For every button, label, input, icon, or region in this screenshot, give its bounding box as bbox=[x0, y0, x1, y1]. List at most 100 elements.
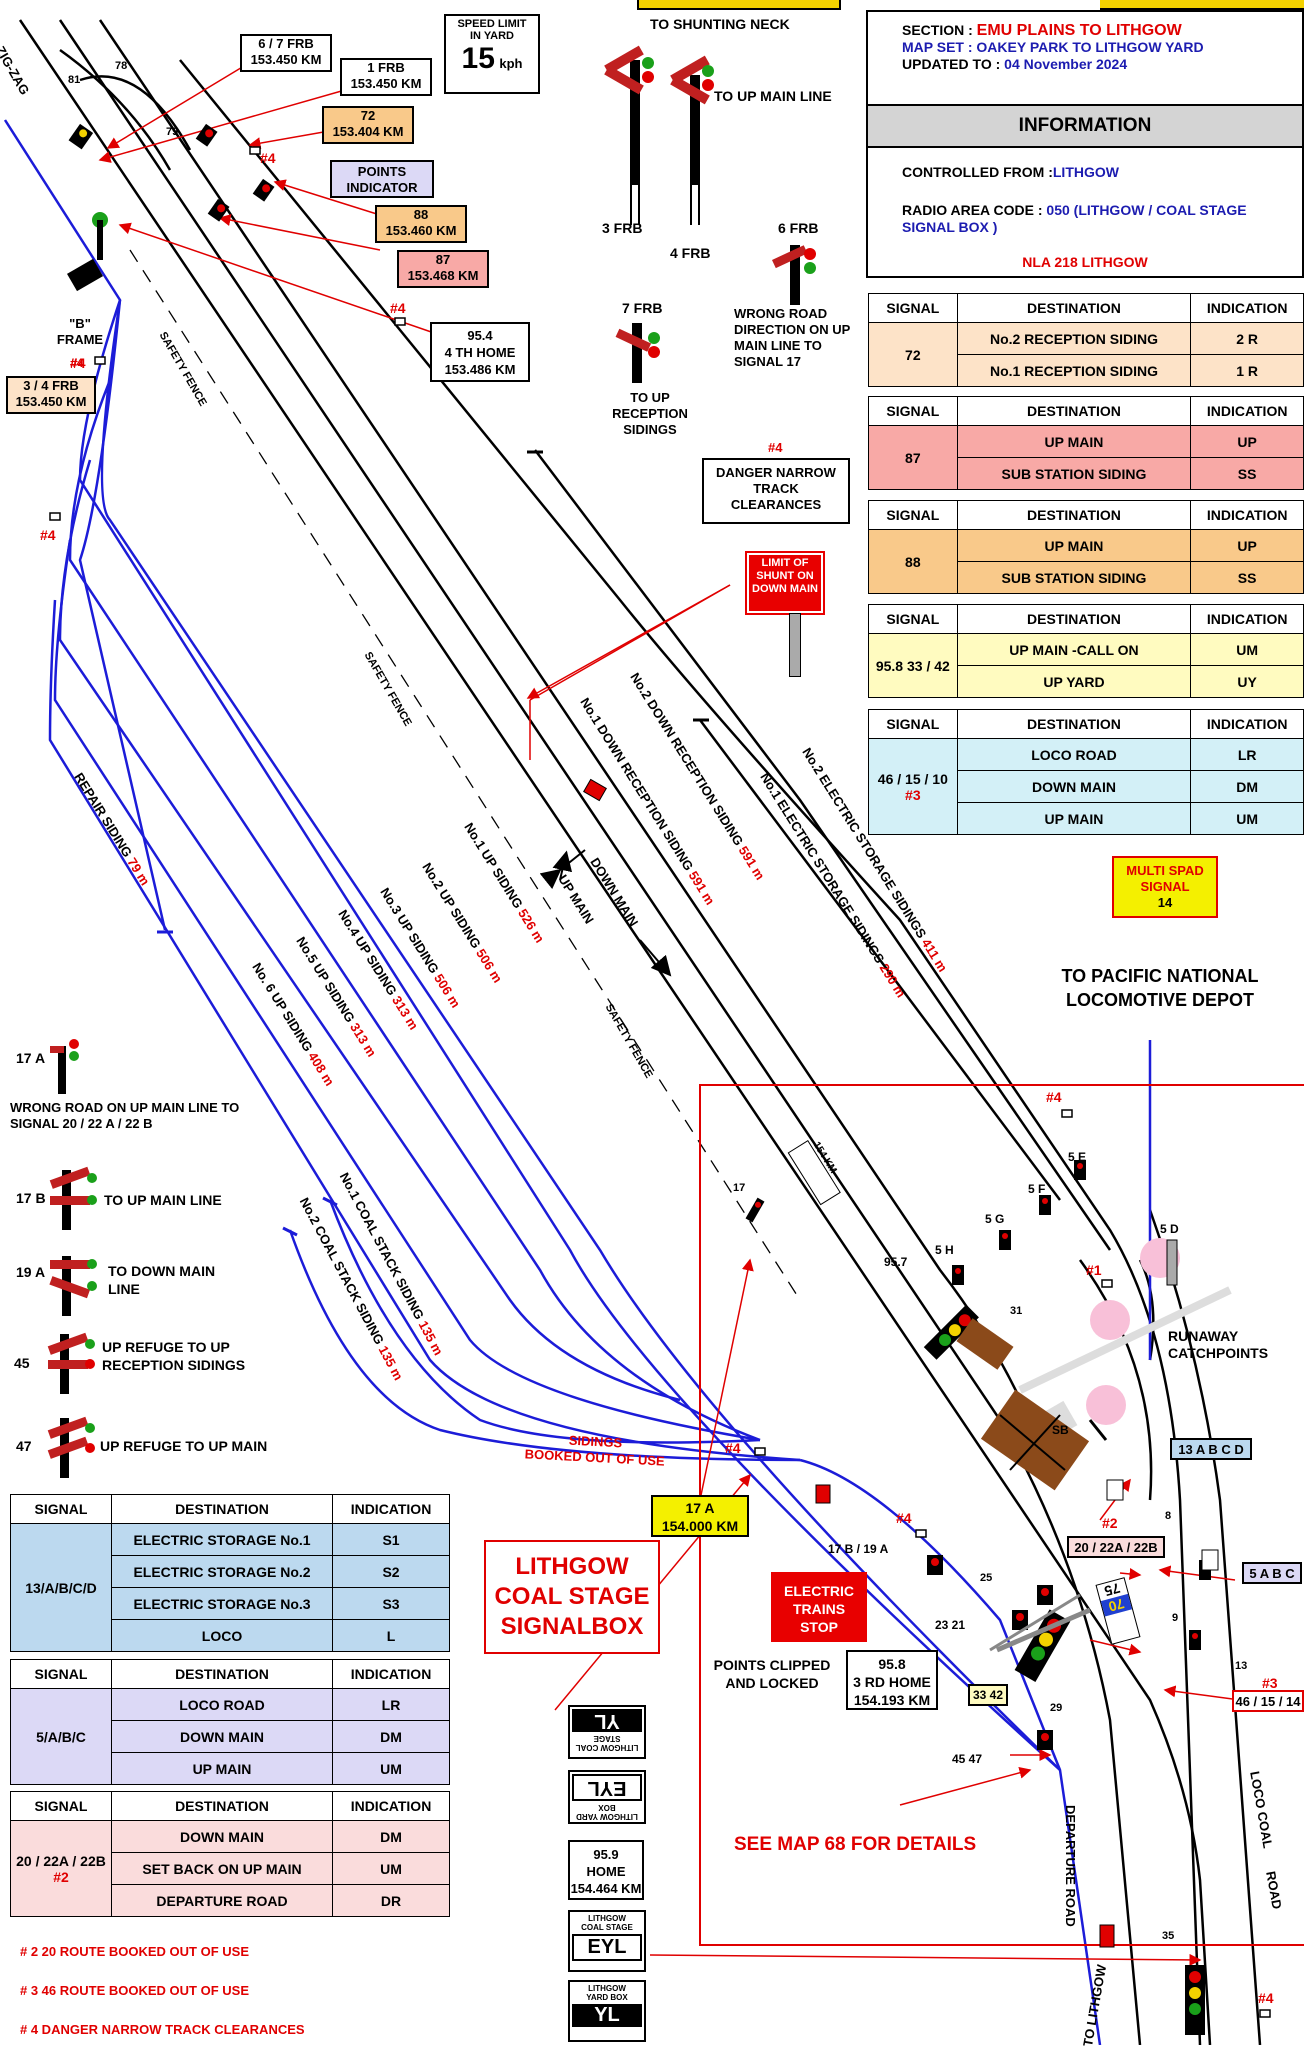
box-indicator-eyl-yard-flipped: EYL LITHGOW YARD BOX bbox=[568, 1770, 646, 1824]
legend-45-text: UP REFUGE TO UP RECEPTION SIDINGS bbox=[102, 1339, 246, 1373]
destination-cell: SET BACK ON UP MAIN bbox=[111, 1852, 333, 1885]
table-header-signal: SIGNAL bbox=[868, 604, 958, 634]
table-header-destination: DESTINATION bbox=[956, 604, 1192, 634]
label-n35: 35 bbox=[1162, 1930, 1175, 1942]
callout-points-indicator: POINTS INDICATOR bbox=[330, 160, 434, 198]
label-n957: 95.7 bbox=[884, 1255, 908, 1269]
legend-signal-6-frb bbox=[771, 245, 816, 305]
label-hash4-c: #4 bbox=[70, 355, 86, 371]
legend-signal-17b bbox=[49, 1166, 97, 1230]
indication-cell: UM bbox=[332, 1752, 450, 1785]
label-n29: 29 bbox=[1050, 1702, 1063, 1714]
indication-cell: L bbox=[332, 1619, 450, 1652]
track-up-siding-3 bbox=[68, 379, 761, 1442]
destination-cell: LOCO ROAD bbox=[111, 1688, 333, 1721]
table-header-destination: DESTINATION bbox=[111, 1494, 333, 1524]
indication-cell: SS bbox=[1190, 561, 1304, 594]
table-header-destination: DESTINATION bbox=[956, 709, 1192, 739]
legend-17a: 17 A bbox=[16, 1050, 46, 1066]
table-header-indication: INDICATION bbox=[332, 1659, 450, 1689]
label-n2321: 23 21 bbox=[935, 1618, 966, 1632]
legend-wrong-road: WRONG ROAD DIRECTION ON UP MAIN LINE TO … bbox=[734, 306, 851, 369]
signal-note: #2 bbox=[53, 1868, 69, 1885]
table-header-destination: DESTINATION bbox=[111, 1659, 333, 1689]
signal-number: 5/A/B/C bbox=[36, 1728, 86, 1745]
track-repair-siding bbox=[3, 119, 167, 931]
signal-cell: 87 bbox=[868, 425, 958, 490]
track-coal-stack-1 bbox=[328, 1199, 761, 1444]
table-header-destination: DESTINATION bbox=[956, 396, 1192, 426]
indication-cell: UP bbox=[1190, 425, 1304, 458]
destination-cell: UP MAIN bbox=[956, 425, 1192, 458]
signal-number: 13/A/B/C/D bbox=[25, 1579, 97, 1596]
information-panel: INFORMATION CONTROLLED FROM :LITHGOW RAD… bbox=[866, 104, 1304, 278]
legend-signal-7-frb bbox=[615, 323, 660, 383]
legend-17b-text: TO UP MAIN LINE bbox=[104, 1192, 222, 1208]
destination-cell: UP MAIN -CALL ON bbox=[956, 633, 1192, 666]
destination-cell: LOCO bbox=[111, 1619, 333, 1652]
track-coal-stack-2 bbox=[288, 1229, 801, 1462]
label-n5h: 5 H bbox=[935, 1243, 954, 1257]
label-n81: 81 bbox=[68, 74, 81, 86]
indication-cell: LR bbox=[1190, 738, 1304, 771]
label-n5e: 5 E bbox=[1068, 1150, 1087, 1164]
table-header-signal: SIGNAL bbox=[868, 500, 958, 530]
label-see-map-68: SEE MAP 68 FOR DETAILS bbox=[734, 1834, 977, 1855]
label-hash4-bframe: #4 bbox=[70, 356, 84, 370]
callout-danger-narrow: DANGER NARROW TRACK CLEARANCES bbox=[702, 458, 850, 524]
table-header-signal: SIGNAL bbox=[10, 1494, 112, 1524]
top-tab bbox=[637, 0, 841, 10]
information-title: INFORMATION bbox=[868, 106, 1302, 148]
legend-45: 45 bbox=[14, 1355, 30, 1371]
box-indicator-yl-coal-flipped: YL LITHGOW COAL STAGE bbox=[568, 1705, 646, 1759]
indication-cell: DM bbox=[1190, 770, 1304, 803]
table-header-signal: SIGNAL bbox=[10, 1791, 112, 1821]
table-header-indication: INDICATION bbox=[1190, 500, 1304, 530]
legend-19a-text: TO DOWN MAIN LINE bbox=[108, 1263, 216, 1297]
indication-cell: S3 bbox=[332, 1587, 450, 1620]
table-header-indication: INDICATION bbox=[332, 1494, 450, 1524]
destination-cell: No.1 RECEPTION SIDING bbox=[956, 354, 1192, 387]
indication-cell: DR bbox=[332, 1884, 450, 1917]
signal-cell: 88 bbox=[868, 529, 958, 594]
track-sidings-mainline bbox=[799, 1458, 1102, 2045]
legend-to-up-main-line: TO UP MAIN LINE bbox=[714, 88, 832, 104]
label-n5d: 5 D bbox=[1160, 1222, 1179, 1236]
destination-cell: DOWN MAIN bbox=[111, 1820, 333, 1853]
legend-6-frb: 6 FRB bbox=[778, 220, 819, 236]
legend-wrong-road-17a: WRONG ROAD ON UP MAIN LINE TO SIGNAL 20 … bbox=[10, 1100, 240, 1131]
destination-cell: LOCO ROAD bbox=[956, 738, 1192, 771]
note-2: # 2 20 ROUTE BOOKED OUT OF USE bbox=[20, 1944, 249, 1959]
signal-number: 95.8 33 / 42 bbox=[875, 657, 950, 674]
indication-cell: UP bbox=[1190, 529, 1304, 562]
indication-cell: 2 R bbox=[1190, 322, 1304, 355]
table-header-indication: INDICATION bbox=[1190, 709, 1304, 739]
legend-signal-47 bbox=[47, 1416, 95, 1478]
table-header-indication: INDICATION bbox=[1190, 293, 1304, 323]
callout-33-42: 33 42 bbox=[968, 1684, 1008, 1706]
legend-4-frb: 4 FRB bbox=[670, 245, 711, 261]
destination-cell: ELECTRIC STORAGE No.2 bbox=[111, 1555, 333, 1588]
destination-cell: No.2 RECEPTION SIDING bbox=[956, 322, 1192, 355]
track-up-siding-6 bbox=[48, 599, 801, 1462]
